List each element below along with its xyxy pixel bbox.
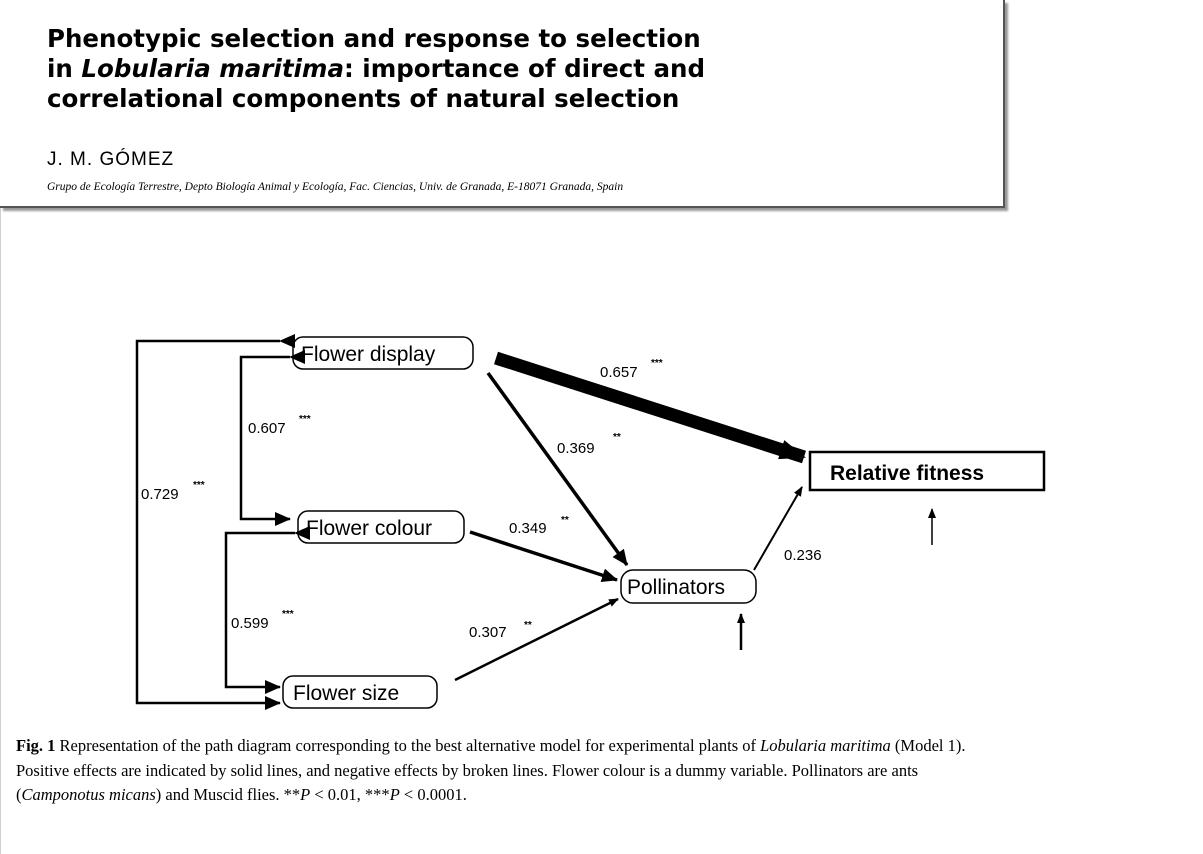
path-diagram: Flower display Flower colour Flower size… [135,334,1046,710]
sig-colour-size: *** [282,609,294,620]
label-pollinators: Pollinators [627,576,725,599]
path-pollinators-fitness [753,486,803,571]
label-relative-fitness: Relative fitness [830,462,984,485]
title-species: Lobularia maritima [81,54,344,83]
caption-species-2: Camponotus micans [21,785,156,804]
author-affiliation: Grupo de Ecología Terrestre, Depto Biolo… [47,181,624,193]
title-line-2-pre: in [47,54,82,83]
caption-text-4: < 0.01, *** [310,785,390,804]
coef-display-colour: 0.607 [248,420,286,437]
coef-pollinators-fitness: 0.236 [784,547,822,564]
caption-open-paren: ( [16,785,22,804]
label-flower-colour: Flower colour [306,517,432,540]
path-size-pollinators [454,597,619,682]
coef-size-pollinators: 0.307 [469,624,507,641]
path-display-pollinators [486,371,629,567]
title-line-2: in Lobularia maritima: importance of dir… [47,54,747,84]
node-relative-fitness [808,450,1046,492]
label-flower-display: Flower display [301,343,436,366]
node-pollinators [620,569,757,604]
coef-colour-size: 0.599 [231,615,269,632]
corr-bracket-display-colour [239,350,305,526]
path-colour-pollinators [469,530,618,582]
caption-text-1: Representation of the path diagram corre… [55,736,761,755]
caption-line-2: Positive effects are indicated by solid … [16,760,919,780]
path-display-fitness [494,351,806,464]
title-line-2-post: : importance of direct and [343,54,705,83]
caption-species: Lobularia maritima [760,736,891,755]
sig-size-pollinators: ** [524,620,532,631]
coef-display-size: 0.729 [141,486,179,503]
sig-display-fitness: *** [651,358,663,369]
figure-caption: Fig. 1 Representation of the path diagra… [16,734,1186,808]
caption-text-5: < 0.0001. [399,785,467,804]
coef-display-pollinators: 0.369 [557,440,595,457]
label-flower-size: Flower size [293,682,399,705]
article-title: Phenotypic selection and response to sel… [47,24,747,114]
corr-bracket-display-size [135,334,295,710]
caption-p-1: P [300,785,311,804]
caption-line-1: Fig. 1 Representation of the path diagra… [16,734,1186,759]
sig-display-size: *** [193,480,205,491]
sig-display-pollinators: ** [613,432,621,443]
corr-bracket-colour-size [224,526,310,694]
caption-p-2: P [389,785,400,804]
caption-text-2: (Model 1). [890,736,966,755]
sig-display-colour: *** [299,414,311,425]
page-edge [0,0,1,854]
title-line-3: correlational components of natural sele… [47,84,680,113]
coef-colour-pollinators: 0.349 [509,520,547,537]
caption-line-3: (Camponotus micans) and Muscid flies. **… [16,783,1186,808]
author-name: J. M. GÓMEZ [47,149,175,170]
sig-colour-pollinators: ** [561,515,569,526]
article-header: Phenotypic selection and response to sel… [0,0,1005,208]
coef-display-fitness: 0.657 [600,364,638,381]
title-line-1: Phenotypic selection and response to sel… [47,24,701,53]
caption-text-3: ) and Muscid flies. ** [155,785,301,804]
caption-fig-label: Fig. 1 [16,736,56,755]
